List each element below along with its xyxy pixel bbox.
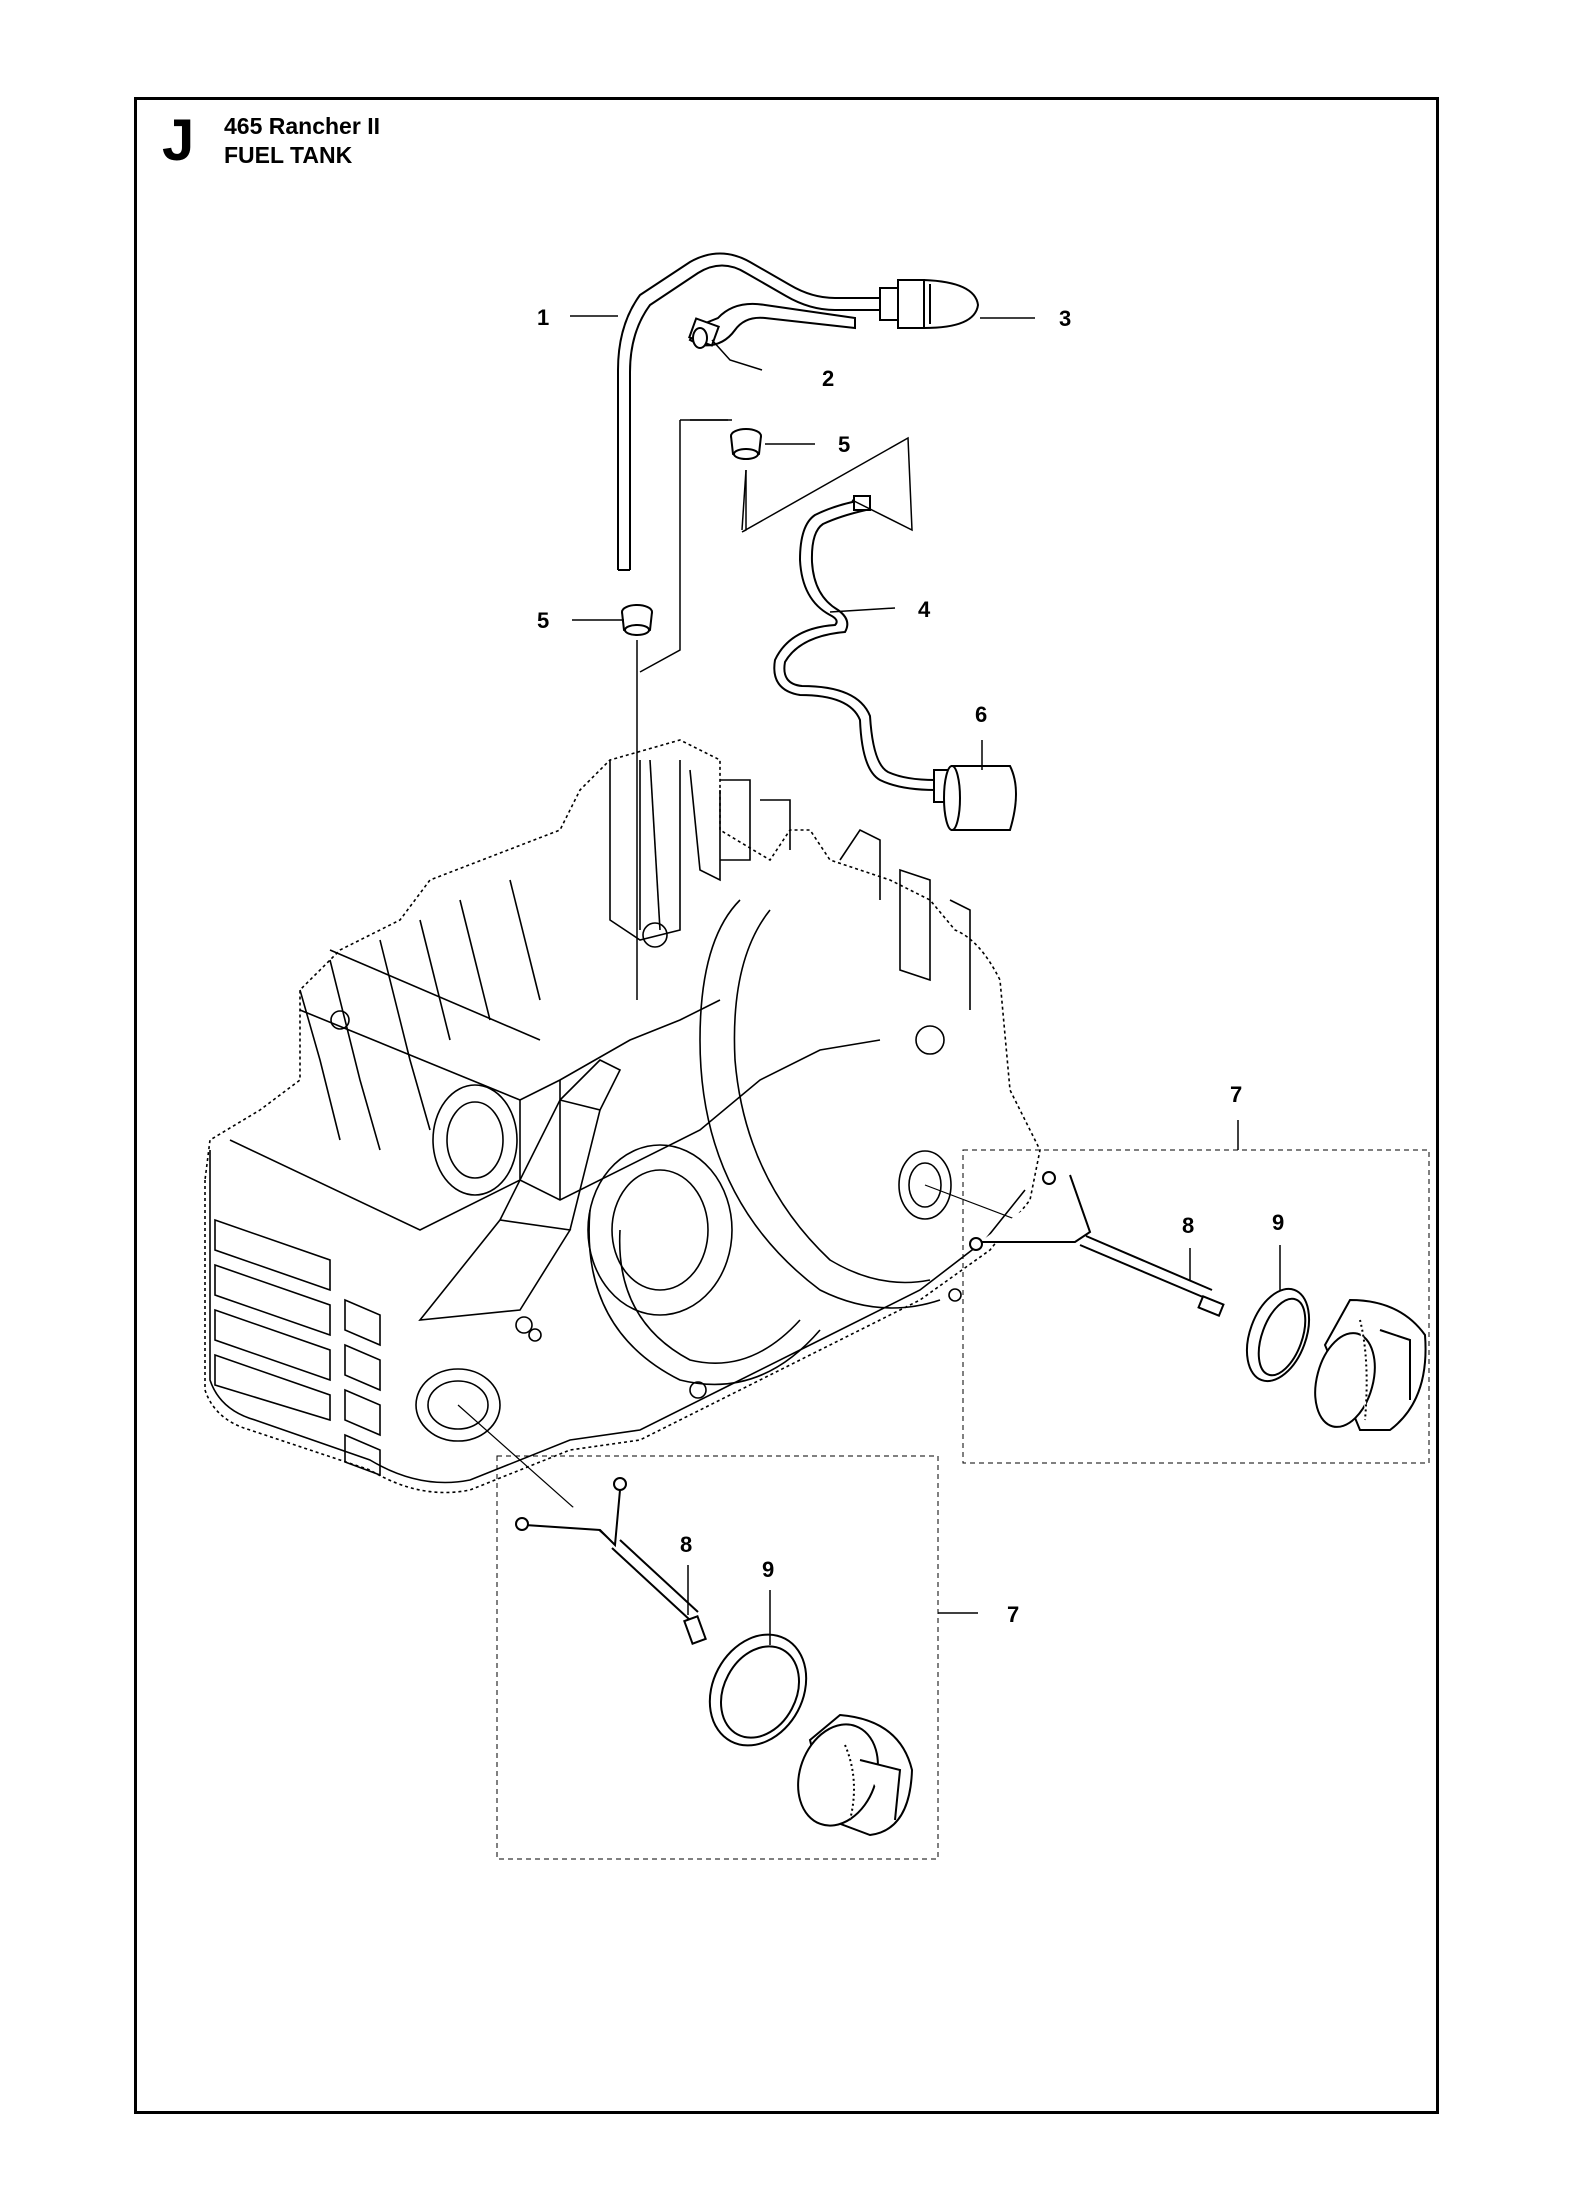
model-name: 465 Rancher II [224,113,380,139]
callout-8-right: 8 [1182,1213,1194,1238]
callout-6: 6 [975,702,987,727]
strainer-part-8-right [969,1171,1225,1317]
fuel-hose-part-1 [617,252,880,571]
callout-1: 1 [537,305,549,330]
drawing-frame [134,97,1439,2114]
callout-leaders [570,315,1281,1645]
callout-7-right: 7 [1230,1082,1242,1107]
fuel-cap-bottom [797,1713,914,1837]
callout-5-lower: 5 [537,608,549,633]
fuel-line-part-4 [773,495,936,791]
callout-2: 2 [822,366,834,391]
callout-8-bottom: 8 [680,1532,692,1557]
callout-9-bottom: 9 [762,1557,774,1582]
strainer-part-8-bottom [515,1477,707,1645]
callout-7-bottom: 7 [1007,1602,1019,1627]
seal-ring-part-9-bottom [708,1633,808,1747]
grommet-part-5-upper [730,428,762,460]
callout-9-right: 9 [1272,1210,1284,1235]
grommet-part-5-lower [621,604,653,636]
primer-bulb-part-3 [879,278,980,330]
section-letter: J [162,108,195,173]
fuel-filter-part-6 [933,765,1017,831]
callout-3: 3 [1059,306,1071,331]
return-hose-elbow-part-2 [688,302,856,349]
page-title: FUEL TANK [224,142,353,168]
crankcase-housing [204,739,1041,1494]
assembly-guide-lines [636,419,913,1000]
fuel-cap-right [1314,1298,1427,1431]
callout-4: 4 [918,597,931,622]
seal-ring-part-9-right [1245,1287,1311,1383]
callout-5-upper: 5 [838,432,850,457]
